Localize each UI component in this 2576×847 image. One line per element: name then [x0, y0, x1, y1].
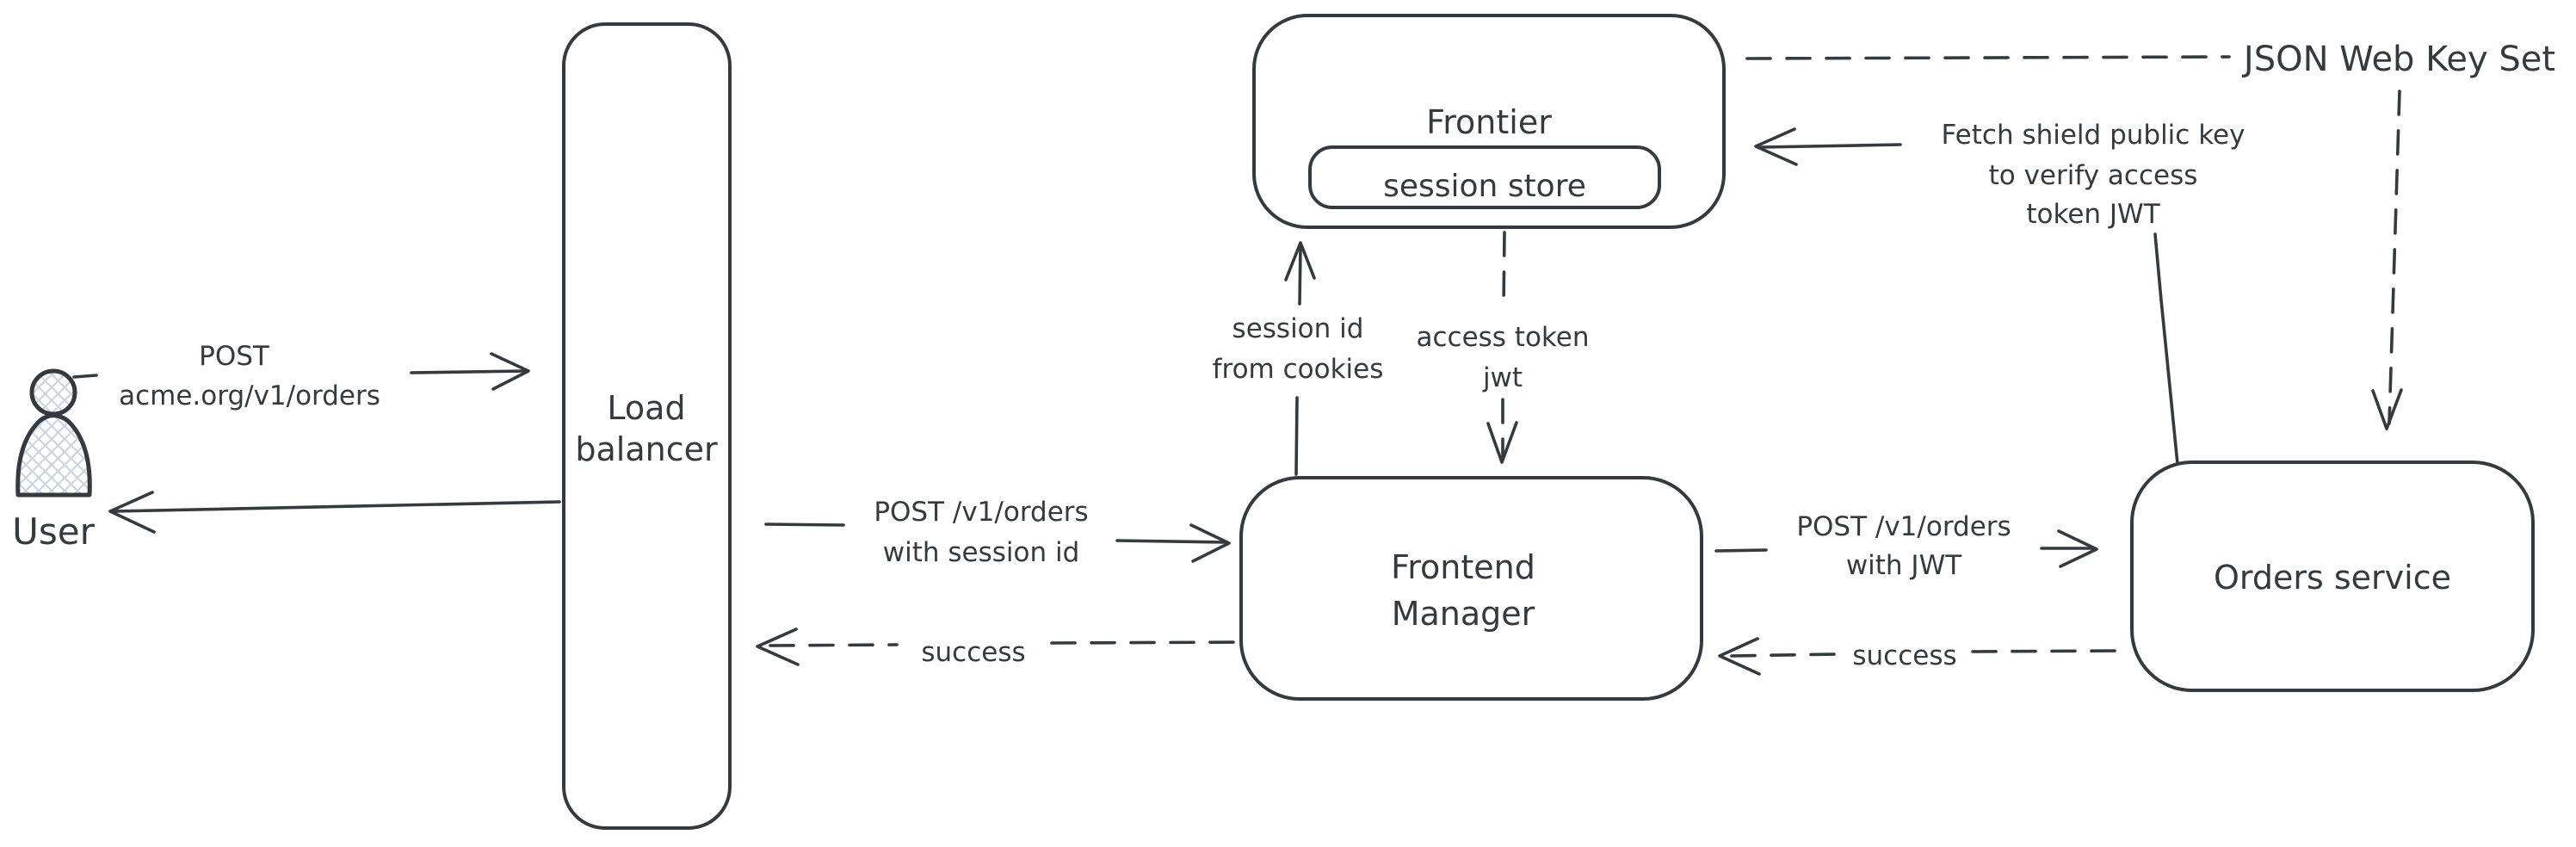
arrowhead-left-icon — [1754, 127, 1798, 166]
load-balancer-box — [562, 22, 732, 830]
load-balancer-label-line2: balancer — [575, 430, 718, 468]
arrowhead-down-icon — [2371, 388, 2403, 430]
edge-orders-service-to-frontend-manager: success — [1718, 637, 2121, 676]
edge-label-session-id-line1: session id — [1232, 313, 1364, 344]
edge-label-fetch-key-line2: to verify access — [1989, 160, 2198, 191]
edge-label-post-jwt-line2: with JWT — [1846, 550, 1962, 581]
arrowhead-left-icon — [1718, 637, 1761, 676]
edge-frontend-manager-to-load-balancer: success — [756, 628, 1245, 668]
edge-label-post: POST — [199, 341, 270, 372]
edge-load-balancer-to-user — [108, 491, 561, 534]
edge-frontier-to-frontend-manager: access token jwt — [1416, 231, 1590, 464]
arrowhead-left-icon — [108, 491, 156, 534]
frontier-label: Frontier — [1426, 103, 1552, 141]
edge-user-to-load-balancer: POST acme.org/v1/orders — [72, 341, 530, 411]
user-icon — [15, 368, 92, 498]
edge-label-post-session-line2: with session id — [883, 537, 1080, 568]
user-label: User — [12, 510, 95, 553]
edge-label-success-right: success — [1852, 640, 1956, 671]
edge-label-post-session-line1: POST /v1/orders — [874, 497, 1088, 528]
orders-service-label: Orders service — [2214, 559, 2451, 597]
edge-label-jwks: JSON Web Key Set — [2241, 40, 2555, 79]
arrowhead-right-icon — [490, 352, 530, 391]
user-icon-head — [29, 368, 77, 417]
node-frontend-manager: Frontend Manager — [1239, 476, 1703, 701]
frontend-manager-box — [1239, 476, 1703, 701]
edge-load-balancer-to-frontend-manager: POST /v1/orders with session id — [764, 497, 1231, 568]
arrowhead-left-icon — [756, 628, 800, 666]
edge-label-fetch-key-line1: Fetch shield public key — [1942, 120, 2246, 151]
node-orders-service: Orders service — [2130, 461, 2535, 692]
edge-label-session-id-line2: from cookies — [1213, 354, 1384, 385]
arrowhead-up-icon — [1284, 241, 1316, 281]
edge-label-access-token-line1: access token — [1416, 322, 1589, 353]
session-store-box — [1308, 145, 1661, 209]
edge-label-access-token-line2: jwt — [1482, 362, 1523, 393]
session-store-label: session store — [1383, 169, 1586, 204]
load-balancer-label-line1: Load — [607, 389, 685, 427]
node-frontier: Frontier session store — [1252, 14, 1726, 229]
edge-frontend-manager-to-frontier: session id from cookies — [1213, 241, 1384, 476]
edge-label-fetch-key-line3: token JWT — [2026, 199, 2160, 230]
node-load-balancer: Load balancer — [562, 22, 732, 830]
user-icon-body — [15, 413, 92, 498]
arrowhead-right-icon — [2057, 529, 2098, 568]
edge-frontier-to-orders-service: JSON Web Key Set — [1745, 40, 2555, 430]
arrowhead-right-icon — [1189, 523, 1231, 563]
edge-orders-service-to-frontier: Fetch shield public key to verify access… — [1754, 120, 2246, 466]
arrowhead-down-icon — [1486, 421, 1518, 464]
orders-service-box — [2130, 461, 2535, 692]
edge-label-success-left: success — [921, 637, 1025, 668]
edge-label-post-jwt-line1: POST /v1/orders — [1796, 511, 2011, 542]
frontend-manager-label-line2: Manager — [1392, 595, 1535, 633]
frontend-manager-label-line1: Frontend — [1391, 548, 1535, 586]
edge-frontend-manager-to-orders-service: POST /v1/orders with JWT — [1714, 511, 2098, 581]
edge-label-post-url: acme.org/v1/orders — [119, 380, 380, 411]
